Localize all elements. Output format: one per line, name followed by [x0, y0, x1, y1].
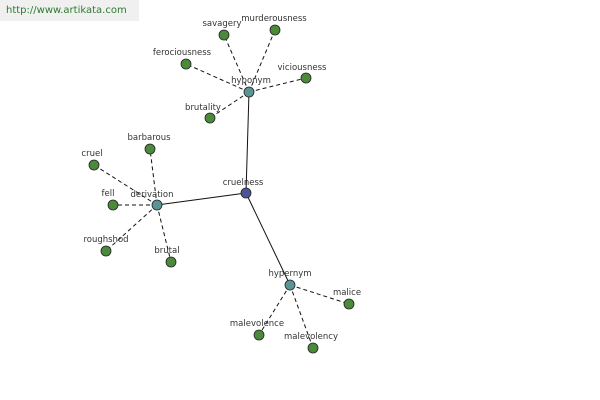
word-node-cruel-label[interactable]: cruel — [81, 149, 102, 159]
word-node-savagery-label[interactable]: savagery — [202, 19, 241, 29]
word-node-malevolence[interactable] — [253, 329, 265, 341]
edge-cruelness-hyponym — [245, 91, 250, 194]
word-node-barbarous[interactable] — [144, 143, 156, 155]
word-node-brutal[interactable] — [165, 256, 177, 268]
word-node-murderousness-label[interactable]: murderousness — [241, 14, 307, 24]
word-node-murderousness[interactable] — [269, 24, 281, 36]
word-node-brutal-label[interactable]: brutal — [154, 246, 179, 256]
edge-hyponym-murderousness — [248, 29, 276, 93]
word-node-brutality[interactable] — [204, 112, 216, 124]
edge-hyponym-savagery — [223, 34, 250, 93]
edge-hypernym-malice — [289, 284, 350, 305]
word-node-malevolence-label[interactable]: malevolence — [230, 319, 284, 329]
relation-node-derivation-label[interactable]: derivation — [130, 190, 173, 200]
word-node-brutality-label[interactable]: brutality — [185, 103, 221, 113]
edge-derivation-roughshod — [105, 204, 158, 252]
word-node-malice-label[interactable]: malice — [333, 288, 361, 298]
word-node-viciousness-label[interactable]: viciousness — [278, 63, 327, 73]
relation-node-hyponym-label[interactable]: hyponym — [231, 76, 271, 86]
relation-node-hyponym[interactable] — [243, 86, 255, 98]
relation-node-hypernym[interactable] — [284, 279, 296, 291]
edge-hyponym-viciousness — [248, 77, 307, 93]
graph-nodes — [88, 24, 355, 354]
word-node-malevolency-label[interactable]: malevolency — [284, 332, 338, 342]
edge-cruelness-hypernym — [245, 192, 291, 286]
graph-edges — [93, 29, 350, 349]
word-node-roughshod[interactable] — [100, 245, 112, 257]
word-node-fell[interactable] — [107, 199, 119, 211]
edge-derivation-barbarous — [149, 148, 158, 206]
word-node-barbarous-label[interactable]: barbarous — [127, 133, 171, 143]
word-node-ferociousness[interactable] — [180, 58, 192, 70]
center-node-cruelness[interactable] — [240, 187, 252, 199]
center-node-cruelness-label[interactable]: cruelness — [223, 178, 264, 188]
word-node-fell-label[interactable]: fell — [102, 189, 115, 199]
edge-hypernym-malevolence — [258, 284, 291, 336]
word-node-roughshod-label[interactable]: roughshod — [83, 235, 128, 245]
word-node-cruel[interactable] — [88, 159, 100, 171]
relation-node-hypernym-label[interactable]: hypernym — [268, 269, 311, 279]
artikata-url-watermark: http://www.artikata.com — [0, 0, 139, 21]
word-node-malevolency[interactable] — [307, 342, 319, 354]
word-node-viciousness[interactable] — [300, 72, 312, 84]
relation-node-derivation[interactable] — [151, 199, 163, 211]
edge-derivation-brutal — [156, 204, 172, 263]
edge-derivation-cruel — [93, 164, 158, 206]
word-node-malice[interactable] — [343, 298, 355, 310]
word-node-ferociousness-label[interactable]: ferociousness — [153, 48, 212, 58]
word-node-savagery[interactable] — [218, 29, 230, 41]
edge-hyponym-brutality — [209, 91, 250, 119]
edge-hyponym-ferociousness — [185, 63, 250, 93]
edge-cruelness-derivation — [156, 192, 247, 206]
